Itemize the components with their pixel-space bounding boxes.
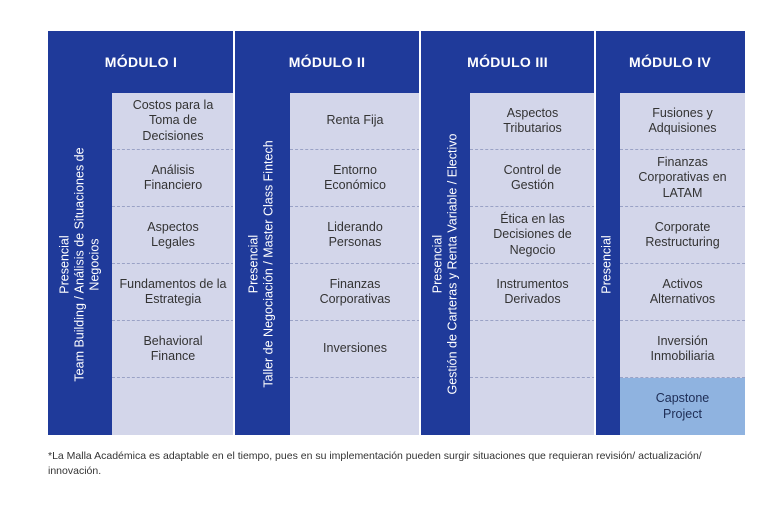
course-cell: Costos para la Toma de Decisiones (112, 93, 234, 150)
course-label: Ética en las Decisiones de Negocio (493, 211, 572, 257)
course-label: Capstone Project (655, 391, 710, 421)
column-divider (419, 31, 421, 435)
module-2-modality-line: Presencial (247, 234, 262, 294)
course-cell: Liderando Personas (290, 207, 420, 264)
course-cell: Ética en las Decisiones de Negocio (470, 207, 595, 264)
course-cell: Aspectos Legales (112, 207, 234, 264)
course-cell: Renta Fija (290, 93, 420, 150)
course-cell: Entorno Económico (290, 150, 420, 207)
course-cell: Finanzas Corporativas (290, 264, 420, 321)
course-label: Análisis Financiero (143, 162, 203, 193)
module-3-modality-line: Presencial (430, 234, 445, 294)
course-cell: Fundamentos de la Estrategia (112, 264, 234, 321)
course-label: Finanzas Corporativas en LATAM (638, 154, 727, 200)
course-cell-capstone: Capstone Project (620, 378, 745, 435)
module-4-modality-text: Presencial (600, 235, 615, 293)
course-cell: Instrumentos Derivados (470, 264, 595, 321)
course-cell: Finanzas Corporativas en LATAM (620, 150, 745, 207)
footnote: *La Malla Académica es adaptable en el t… (48, 450, 702, 477)
module-3-modality: Presencial Gestión de Carteras y Renta V… (420, 93, 470, 435)
course-cell (470, 378, 595, 435)
module-4-title-text: MÓDULO IV (628, 54, 712, 70)
course-cell: Inversiones (290, 321, 420, 378)
module-2-column: Presencial Taller de Negociación / Maste… (234, 93, 420, 435)
curriculum-grid: MÓDULO I MÓDULO II MÓDULO III MÓDULO IV … (48, 31, 745, 435)
course-label: Costos para la Toma de Decisiones (132, 97, 214, 143)
module-2-modality-text: Presencial Taller de Negociación / Maste… (247, 140, 277, 387)
module-3-modality-text: Presencial Gestión de Carteras y Renta V… (430, 133, 460, 394)
module-3-title-text: MÓDULO III (467, 54, 548, 70)
module-4-column: Presencial Fusiones y Adquisiones Finanz… (595, 93, 745, 435)
module-2-modality: Presencial Taller de Negociación / Maste… (234, 93, 290, 435)
course-cell: Behavioral Finance (112, 321, 234, 378)
module-4-modality-line: Presencial (600, 234, 614, 294)
course-cell: Aspectos Tributarios (470, 93, 595, 150)
course-label: Fusiones y Adquisiones (648, 105, 717, 136)
column-divider (594, 31, 596, 435)
course-label: Activos Alternativos (649, 276, 716, 307)
module-1-column: Presencial Team Building / Análisis de S… (48, 93, 234, 435)
module-2-modality-line: Taller de Negociación / Master Class Fin… (262, 140, 277, 388)
course-label: Renta Fija (326, 113, 384, 128)
course-label: Finanzas Corporativas (319, 276, 391, 307)
module-2-title-text: MÓDULO II (288, 54, 366, 70)
course-label: Aspectos Tributarios (503, 105, 562, 136)
module-1-title-text: MÓDULO I (104, 54, 178, 70)
module-3-modality-line: Gestión de Carteras y Renta Variable / E… (445, 133, 460, 395)
module-3-title: MÓDULO III (420, 31, 596, 93)
module-3-column: Presencial Gestión de Carteras y Renta V… (420, 93, 595, 435)
course-cell: Fusiones y Adquisiones (620, 93, 745, 150)
course-label: Inversiones (323, 341, 387, 356)
course-label: Aspectos Legales (147, 219, 199, 250)
module-1-title: MÓDULO I (48, 31, 235, 93)
course-cell: Análisis Financiero (112, 150, 234, 207)
module-1-modality-text: Presencial Team Building / Análisis de S… (58, 147, 103, 381)
course-label: Fundamentos de la Estrategia (119, 276, 227, 307)
course-label: Inversión Inmobiliaria (650, 333, 715, 364)
course-cell: Corporate Restructuring (620, 207, 745, 264)
course-cell: Control de Gestión (470, 150, 595, 207)
course-cell (112, 378, 234, 435)
module-4-title: MÓDULO IV (595, 31, 745, 93)
course-label: Behavioral Finance (143, 333, 203, 364)
module-4-modality: Presencial (595, 93, 620, 435)
course-cell (470, 321, 595, 378)
module-header-row: MÓDULO I MÓDULO II MÓDULO III MÓDULO IV (48, 31, 745, 93)
course-label: Liderando Personas (327, 219, 383, 250)
course-cell: Activos Alternativos (620, 264, 745, 321)
course-cell: Inversión Inmobiliaria (620, 321, 745, 378)
module-1-modality-line: Negocios (87, 237, 102, 291)
column-divider (233, 31, 235, 435)
module-1-modality-line: Presencial (57, 234, 72, 294)
course-label: Corporate Restructuring (645, 219, 720, 250)
module-1-modality-line: Team Building / Análisis de Situaciones … (72, 146, 87, 382)
module-1-modality: Presencial Team Building / Análisis de S… (48, 93, 112, 435)
course-cell (290, 378, 420, 435)
module-2-title: MÓDULO II (234, 31, 421, 93)
course-label: Entorno Económico (324, 162, 386, 193)
course-label: Control de Gestión (503, 162, 562, 193)
course-label: Instrumentos Derivados (496, 276, 569, 307)
